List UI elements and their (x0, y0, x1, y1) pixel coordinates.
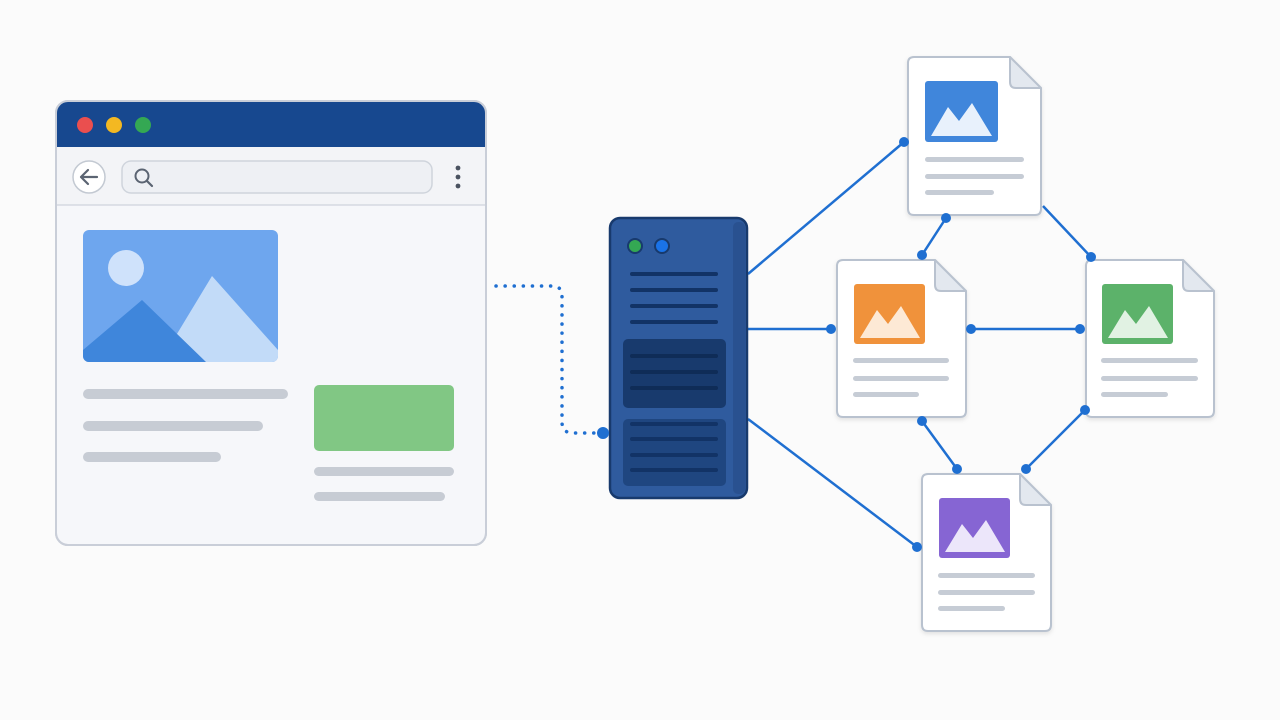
text-placeholder-line (83, 421, 263, 431)
connector-dot (899, 137, 909, 147)
connector-dot (826, 324, 836, 334)
connector-dot (941, 213, 951, 223)
dotted-connector-browser-server (494, 284, 605, 435)
connector-dot (966, 324, 976, 334)
text-placeholder-line (314, 467, 454, 476)
connector-doc-top-doc-middle-right (1042, 205, 1092, 258)
text-placeholder-line (314, 492, 445, 501)
connector-dot (1080, 405, 1090, 415)
connector-server-doc-top (747, 141, 905, 275)
connector-dot (912, 542, 922, 552)
image-icon (1102, 284, 1173, 344)
search-input[interactable] (121, 160, 433, 194)
image-icon (854, 284, 925, 344)
text-placeholder-line (83, 389, 288, 399)
connector-dot (597, 427, 609, 439)
connector-endpoints (597, 137, 1096, 552)
connector-doc-middle-right-doc-bottom (1025, 409, 1086, 470)
image-icon (939, 498, 1010, 558)
search-icon (134, 168, 154, 188)
browser-title-bar (56, 101, 486, 147)
window-maximize-dot[interactable] (135, 117, 151, 133)
server-vent-lines (630, 272, 718, 324)
document-icon-middle-left (836, 259, 967, 418)
image-icon (925, 81, 998, 142)
connector-dot (1021, 464, 1031, 474)
server-led-blue (654, 238, 670, 254)
connector-dot (952, 464, 962, 474)
connectors (494, 141, 1092, 548)
server-led-green (627, 238, 643, 254)
document-icon-bottom (921, 473, 1052, 632)
server-icon (608, 216, 749, 500)
green-content-block (314, 385, 454, 451)
connector-server-doc-bottom (747, 418, 918, 548)
hero-image-icon (83, 230, 278, 362)
connector-dot (917, 416, 927, 426)
kebab-menu-icon[interactable] (455, 165, 461, 189)
document-icon-middle-right (1085, 259, 1215, 418)
connector-doc-top-doc-middle-left (920, 217, 948, 256)
server-drive-bay (623, 419, 726, 486)
connector-dot (1086, 252, 1096, 262)
text-placeholder-line (83, 452, 221, 462)
back-button[interactable] (72, 160, 106, 194)
connector-dot (917, 250, 927, 260)
browser-window (55, 100, 487, 546)
connector-dot (1075, 324, 1085, 334)
arrow-left-icon (79, 168, 99, 186)
connector-doc-middle-left-doc-bottom (920, 420, 959, 470)
document-icon-top (907, 56, 1042, 216)
window-minimize-dot[interactable] (106, 117, 122, 133)
window-close-dot[interactable] (77, 117, 93, 133)
